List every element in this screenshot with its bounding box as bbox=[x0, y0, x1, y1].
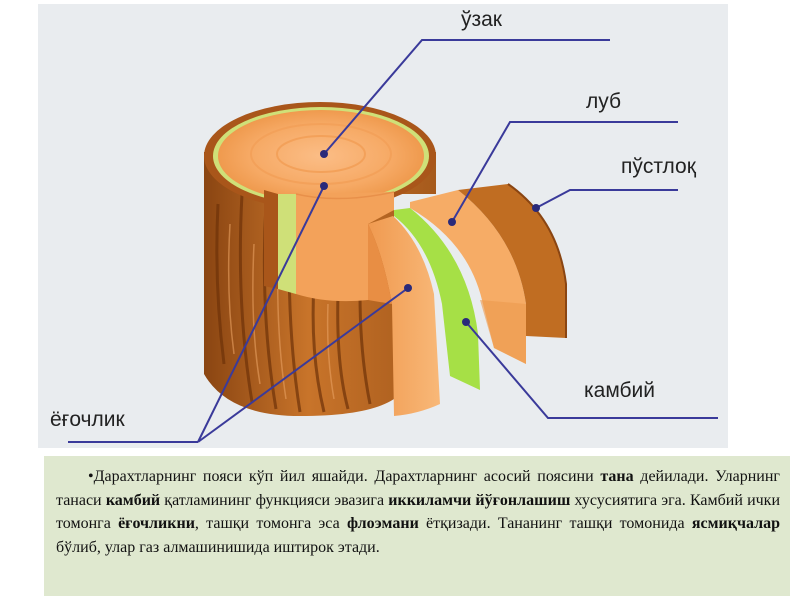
label-core: ўзак bbox=[461, 8, 502, 31]
term-trunk: тана bbox=[600, 468, 634, 485]
leader-cambium bbox=[465, 321, 718, 419]
term-phloem: флоэмани bbox=[346, 515, 419, 532]
term-lenticels: ясмиқчалар bbox=[691, 515, 781, 532]
cambium-layer bbox=[394, 208, 480, 390]
wood-wedge bbox=[368, 216, 440, 416]
leader-wood-1 bbox=[197, 185, 325, 443]
trunk-illustration bbox=[68, 39, 718, 443]
leader-phloem bbox=[451, 121, 678, 223]
leader-dots bbox=[320, 150, 540, 326]
label-bark: пўстлоқ bbox=[621, 155, 696, 178]
term-secondary-thickening: иккиламчи йўғонлашиш bbox=[388, 491, 571, 509]
term-xylem: ёғочликни bbox=[118, 515, 195, 532]
leader-core bbox=[323, 39, 610, 155]
label-wood: ёғочлик bbox=[50, 408, 125, 431]
bark-slab bbox=[458, 184, 566, 338]
term-cambium: камбий bbox=[105, 491, 161, 509]
label-leaders bbox=[68, 39, 718, 443]
caption-box: •Дарахтларнинг пояси кўп йил яшайди. Дар… bbox=[44, 456, 790, 596]
label-cambium: камбий bbox=[584, 379, 656, 402]
label-phloem: луб bbox=[586, 90, 622, 113]
tree-trunk-diagram: ўзак луб пўстлоқ камбий ёғочлик bbox=[38, 4, 728, 448]
leader-wood-2 bbox=[197, 287, 409, 443]
leader-bark bbox=[535, 189, 678, 209]
caption-paragraph: •Дарахтларнинг пояси кўп йил яшайди. Дар… bbox=[56, 468, 781, 556]
